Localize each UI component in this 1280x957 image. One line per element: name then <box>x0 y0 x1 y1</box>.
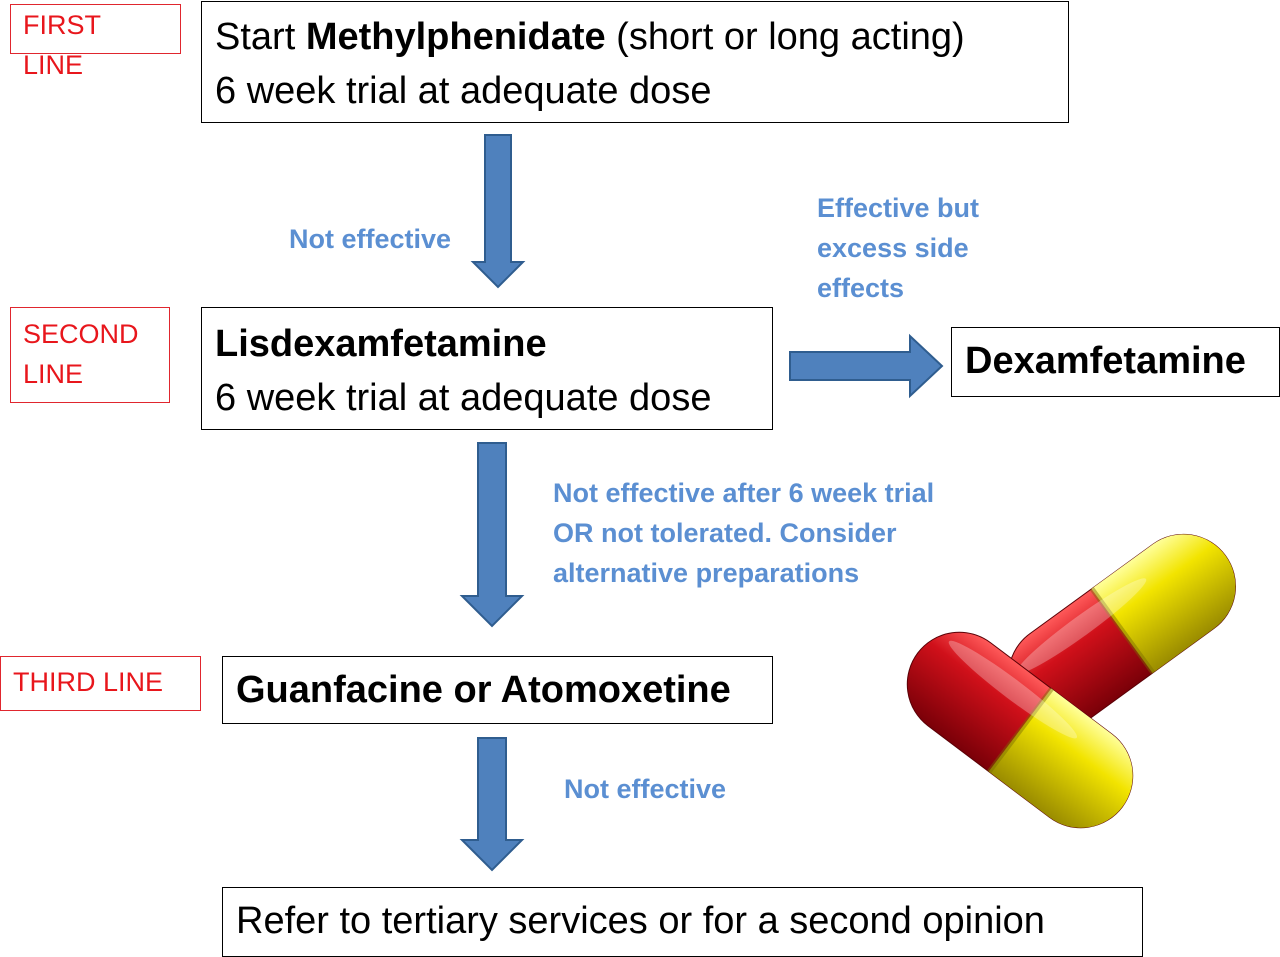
final-box: Refer to tertiary services or for a seco… <box>222 887 1143 957</box>
down-arrow-1 <box>470 134 526 289</box>
third-line-box: Guanfacine or Atomoxetine <box>222 656 773 724</box>
dexamfetamine-box: Dexamfetamine <box>951 327 1280 397</box>
down-arrow-2 <box>459 442 525 628</box>
first-line-tag-text: FIRST LINE <box>23 10 101 80</box>
final-text: Refer to tertiary services or for a seco… <box>236 900 1045 942</box>
second-line-tag-text-1: SECOND <box>23 319 139 349</box>
second-to-third-line-2: OR not tolerated. Consider <box>553 518 897 548</box>
third-line-tag: THIRD LINE <box>0 656 201 711</box>
dexamfetamine-label: Dexamfetamine <box>965 340 1246 382</box>
second-to-third-label: Not effective after 6 week trial OR not … <box>553 473 934 593</box>
first-line-title: Start Methylphenidate (short or long act… <box>215 10 1068 64</box>
first-line-tag: FIRST LINE <box>10 4 181 80</box>
not-effective-label-1: Not effective <box>289 224 452 254</box>
capsule-pills-icon <box>906 533 1236 829</box>
second-line-tag: SECOND LINE <box>10 307 170 403</box>
first-line-drug: Methylphenidate <box>305 16 606 58</box>
down-arrow-3 <box>459 737 525 872</box>
second-line-drug: Lisdexamfetamine <box>215 323 547 365</box>
side-effects-line-1: Effective but <box>817 193 980 223</box>
third-line-drug: Guanfacine or Atomoxetine <box>236 669 731 711</box>
right-arrow <box>789 333 944 399</box>
side-effects-label: Effective but excess side effects <box>817 188 979 308</box>
side-effects-line-2: excess side <box>817 233 969 263</box>
first-line-prefix: Start <box>215 16 306 58</box>
second-to-third-line-1: Not effective after 6 week trial <box>553 478 935 508</box>
side-effects-line-3: effects <box>817 273 905 303</box>
second-to-third-line-3: alternative preparations <box>553 558 860 588</box>
first-line-detail: 6 week trial at adequate dose <box>215 70 712 112</box>
first-line-suffix: (short or long acting) <box>605 16 965 58</box>
second-line-box: Lisdexamfetamine 6 week trial at adequat… <box>201 307 773 430</box>
second-line-tag-text-2: LINE <box>23 359 84 389</box>
third-line-tag-text: THIRD LINE <box>13 667 164 697</box>
not-effective-label-2: Not effective <box>564 774 727 804</box>
first-line-box: Start Methylphenidate (short or long act… <box>201 1 1069 123</box>
second-line-detail: 6 week trial at adequate dose <box>215 377 712 419</box>
